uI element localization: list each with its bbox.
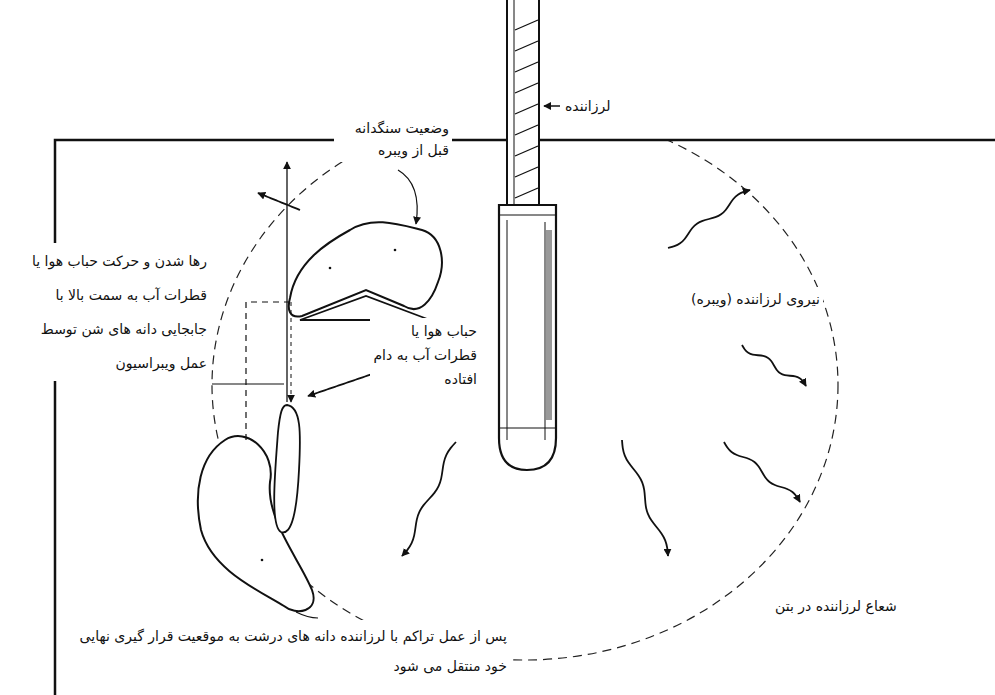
annotation-label: شعاع لرزاننده در بتن — [772, 594, 900, 618]
vibrator-hose-line — [514, 0, 515, 206]
annotation-label: وضعیت سنگدانه قبل از ویبره — [334, 116, 452, 162]
annotation-label: لرزاننده — [562, 95, 613, 117]
aggregate-dot — [394, 249, 397, 252]
leader-line — [212, 383, 284, 384]
vibrator-head-line — [507, 220, 545, 440]
vibration-force-arrow — [724, 442, 800, 502]
hose-stripe — [515, 20, 538, 30]
bubble-rise-arrow — [286, 162, 287, 402]
vibration-force-arrow — [258, 193, 300, 210]
hose-stripe — [515, 62, 538, 72]
vibrator-hose — [507, 0, 539, 206]
hose-stripe — [515, 125, 538, 135]
hose-stripe — [515, 41, 538, 51]
hose-stripe — [515, 188, 538, 198]
annotation-label: نیروی لرزاننده (ویبره) — [688, 287, 823, 311]
annotation-label: پس از عمل تراکم با لرزاننده دانه های درش… — [58, 620, 510, 682]
vibrator-head-band — [500, 215, 555, 428]
vibration-force-arrow — [668, 190, 750, 248]
aggregate-movement-path — [246, 302, 290, 440]
hose-stripe — [515, 83, 538, 93]
bubble-drop-arrow — [291, 302, 292, 402]
hose-stripe — [515, 146, 538, 156]
vibrator-head-shade — [546, 230, 552, 420]
hose-stripe — [515, 167, 538, 177]
concrete-border — [55, 140, 995, 695]
aggregate-dot — [261, 559, 264, 562]
hose-stripe — [515, 104, 538, 114]
vibration-force-arrow — [742, 345, 806, 386]
rising-air-bubble — [274, 405, 300, 532]
vibrator-hose-outline — [507, 0, 539, 206]
leader-line — [296, 612, 318, 618]
vibration-force-arrow — [622, 440, 668, 556]
aggregate-dot — [329, 267, 332, 270]
leader-line — [398, 170, 417, 224]
leader-arrow — [544, 105, 560, 107]
annotation-label: رها شدن و حرکت حباب هوا یا قطرات آب به س… — [8, 243, 210, 381]
annotation-label: حباب هوا یا قطرات آب به دام افتاده — [370, 318, 480, 392]
vibration-force-arrow — [402, 442, 456, 556]
vibrator-head — [499, 205, 556, 470]
trapped-air-bubble — [300, 296, 430, 320]
